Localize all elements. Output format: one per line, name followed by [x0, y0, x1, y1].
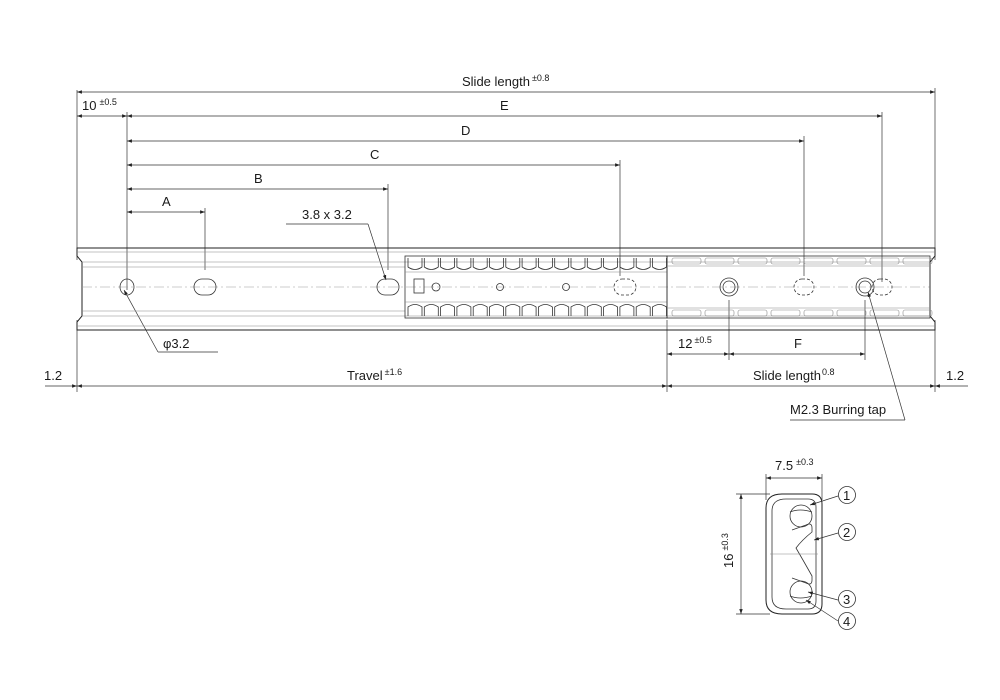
svg-text:Slide length±0.8: Slide length±0.8 [462, 73, 549, 89]
cage-ball-pocket [456, 304, 472, 316]
callout-3: 3 [843, 592, 850, 607]
dim-c: C [370, 147, 379, 162]
dim-b: B [254, 171, 263, 186]
callout-1: 1 [843, 488, 850, 503]
cage-ball-pocket [472, 304, 488, 316]
end-right-label: 1.2 [946, 368, 964, 383]
cage-ball-pocket [440, 304, 455, 316]
inner-rail-segment [671, 257, 702, 265]
svg-text:7.5±0.3: 7.5±0.3 [775, 457, 814, 473]
inner-rail-segment [770, 309, 801, 317]
svg-text:16±0.3: 16±0.3 [720, 533, 736, 568]
inner-rail-segment [770, 257, 801, 265]
inner-rail-segment [737, 309, 768, 317]
inner-rail-segment [836, 309, 867, 317]
dim-a: A [162, 194, 171, 209]
cage-ball-pocket [570, 258, 586, 270]
cage-ball-pocket [538, 258, 553, 270]
dimension-labels: Slide length±0.8 10±0.5 E D C B A 3.8 x … [44, 73, 964, 417]
hole-diameter-label: φ3.2 [163, 336, 190, 351]
section-height-label: 16 [721, 554, 736, 568]
cage-ball-pocket [521, 258, 537, 270]
ball-cage-bottom [407, 304, 667, 316]
travel-label: Travel [347, 368, 383, 383]
callout-4: 4 [843, 614, 850, 629]
cage-ball-pocket [521, 304, 537, 316]
cage-ball-pocket [456, 258, 472, 270]
cage-ball-pocket [586, 258, 602, 270]
cage-ball-pocket [652, 258, 667, 270]
inner-rail-segment [704, 257, 735, 265]
svg-text:12±0.5: 12±0.5 [678, 335, 712, 351]
slide-rail [76, 247, 936, 331]
cage-ball-pocket [554, 258, 570, 270]
cage-ball-pocket [472, 258, 488, 270]
cage-ball-pocket [440, 258, 455, 270]
slide-length-top-label: Slide length [462, 74, 530, 89]
cage-ball-pocket [635, 258, 651, 270]
inner-rail-segment [869, 309, 900, 317]
end-left-label: 1.2 [44, 368, 62, 383]
dim-f: F [794, 336, 802, 351]
slot-size-label: 3.8 x 3.2 [302, 207, 352, 222]
ball-cage-top [407, 258, 667, 270]
cage-ball-pocket [423, 258, 439, 270]
inner-rail-segment [704, 309, 735, 317]
cross-section: 7.5±0.3 16±0.3 1 2 3 4 [720, 457, 856, 630]
inner-rail-segment [737, 257, 768, 265]
cage-ball-pocket [505, 304, 521, 316]
cage-ball-pocket [407, 304, 423, 316]
slide-length-bottom-label: Slide length [753, 368, 821, 383]
callout-2: 2 [843, 525, 850, 540]
cage-ball-pocket [554, 304, 570, 316]
burring-tap-label: M2.3 Burring tap [790, 402, 886, 417]
cage-ball-pocket [505, 258, 521, 270]
inner-rail-segment [836, 257, 867, 265]
cage-ball-pocket [619, 304, 635, 316]
cage-ball-pocket [423, 304, 439, 316]
inner-rail-segment [803, 309, 834, 317]
end-offset-label: 12 [678, 336, 692, 351]
cage-ball-pocket [407, 258, 423, 270]
inner-rail-segment [803, 257, 834, 265]
dim-d: D [461, 123, 470, 138]
cage-ball-pocket [619, 258, 635, 270]
cage-ball-pocket [586, 304, 602, 316]
dimension-lines [76, 88, 936, 290]
svg-text:10±0.5: 10±0.5 [82, 97, 117, 113]
inner-rail-segment [902, 309, 933, 317]
dim-e: E [500, 98, 509, 113]
cage-ball-pocket [570, 304, 586, 316]
cage-ball-pocket [603, 258, 618, 270]
cage-ball-pocket [489, 304, 504, 316]
cage-ball-pocket [603, 304, 618, 316]
inner-rail-segment [902, 257, 933, 265]
cage-ball-pocket [635, 304, 651, 316]
bottom-dimensions [45, 289, 968, 421]
cage-ball-pocket [538, 304, 553, 316]
svg-text:Travel±1.6: Travel±1.6 [347, 367, 402, 383]
cage-ball-pocket [652, 304, 667, 316]
front-offset-label: 10 [82, 98, 96, 113]
cage-ball-pocket [489, 258, 504, 270]
svg-text:Slide length0.8: Slide length0.8 [753, 367, 834, 383]
section-width-label: 7.5 [775, 458, 793, 473]
inner-rail-segment [869, 257, 900, 265]
inner-rail-segment [671, 309, 702, 317]
